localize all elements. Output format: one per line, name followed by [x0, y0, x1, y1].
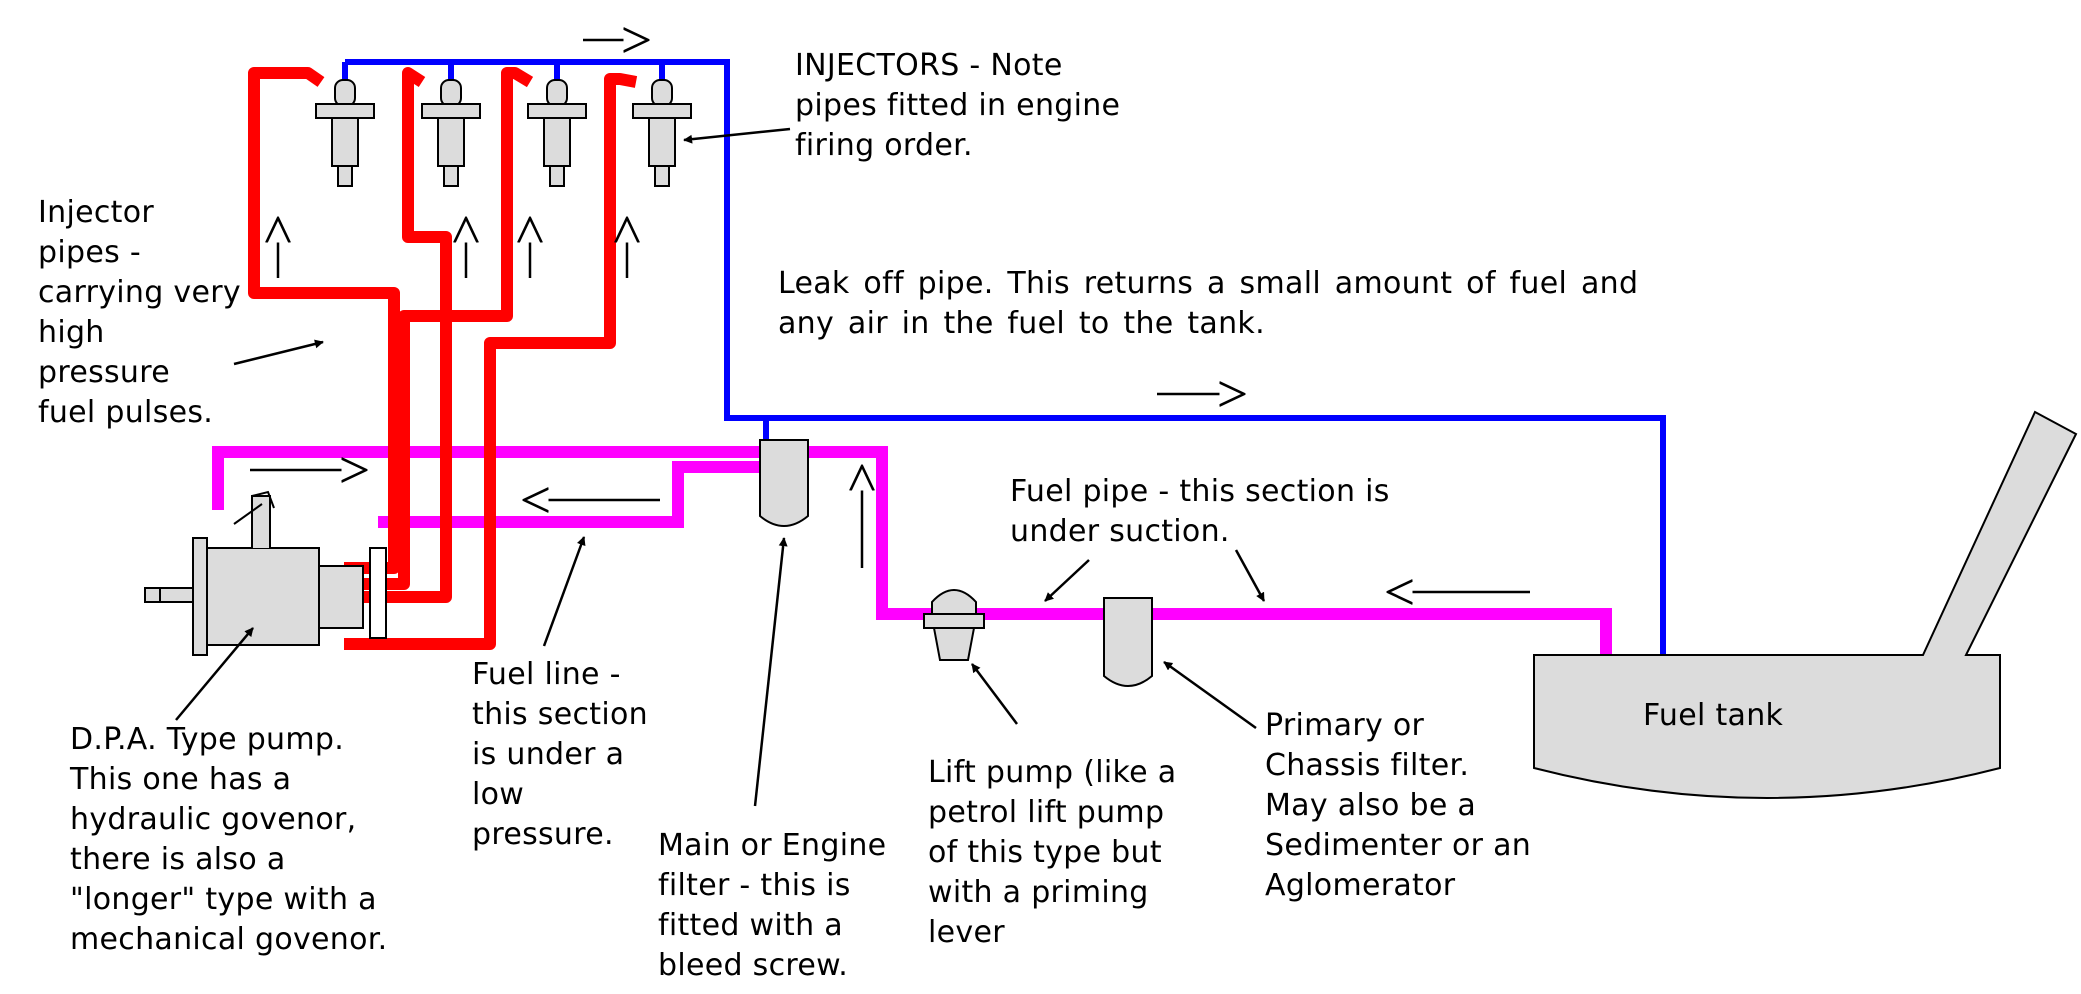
main-filter: [759, 439, 809, 527]
leak-off-pipe: [342, 59, 1666, 655]
fuel-line-label: Fuel line - this section is under a low …: [472, 657, 648, 852]
flow-arrows: [250, 40, 1530, 592]
leak-off-pipe-label: Leak off pipe. This returns a small amou…: [778, 266, 1639, 341]
primary-filter: [1103, 597, 1153, 687]
main-filter-label: Main or Engine filter - this is fitted w…: [658, 828, 887, 983]
dpa-pump: [144, 490, 387, 656]
injector-pipes: [248, 67, 638, 650]
injector: [632, 79, 692, 187]
injector-pipes-label: Injector pipes - carrying very high pres…: [38, 195, 241, 430]
injector: [527, 79, 587, 187]
injector: [421, 79, 481, 187]
lift-pump-label: Lift pump (like a petrol lift pump of th…: [928, 755, 1177, 950]
dpa-pump-label: D.P.A. Type pump. This one has a hydraul…: [70, 722, 388, 957]
fuel-pipe: [212, 446, 1612, 655]
fuel-tank: [1533, 410, 2078, 799]
primary-filter-label: Primary or Chassis filter. May also be a…: [1265, 708, 1532, 903]
fuel-pipe-label: Fuel pipe - this section is under suctio…: [1010, 474, 1390, 549]
lift-pump: [923, 589, 985, 661]
fuel-tank-label: Fuel tank: [1643, 698, 1784, 733]
injector: [315, 79, 375, 187]
injectors-label: INJECTORS - Note pipes fitted in engine …: [795, 48, 1121, 163]
pointer-arrows: [175, 127, 1266, 807]
